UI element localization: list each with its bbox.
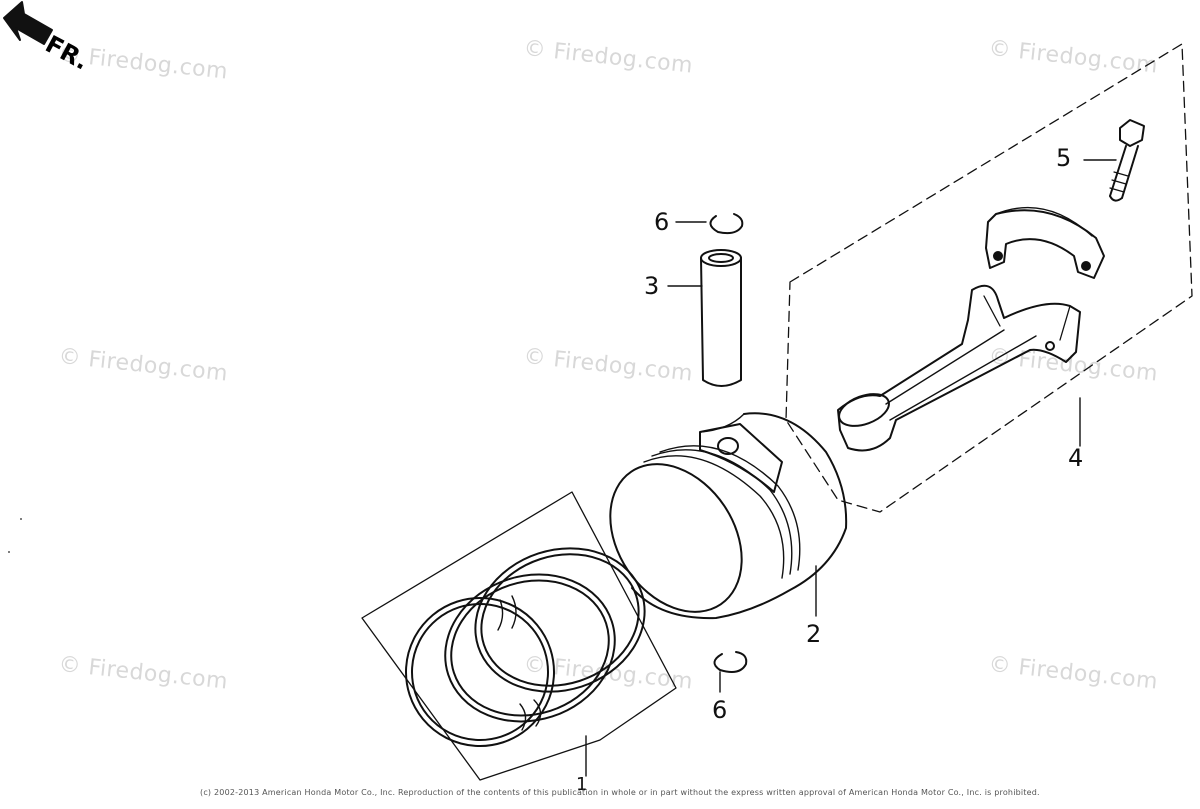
piston-pin-clip-upper <box>709 213 744 235</box>
callout-3[interactable]: 3 <box>644 272 660 300</box>
rod-bolt <box>1109 119 1145 202</box>
callout-5[interactable]: 5 <box>1056 144 1072 172</box>
rod-cap <box>985 207 1105 279</box>
piston-pin-clip-lower <box>713 651 748 673</box>
piston-ring-set <box>405 547 646 747</box>
ring-set-frame <box>361 491 677 781</box>
callout-2[interactable]: 2 <box>806 620 822 648</box>
front-arrow-icon <box>3 1 53 45</box>
callout-6-upper[interactable]: 6 <box>654 208 670 236</box>
piston <box>609 412 848 620</box>
callout-1[interactable]: 1 <box>576 774 588 795</box>
piston-pin <box>700 249 742 387</box>
callout-6-lower[interactable]: 6 <box>712 696 728 724</box>
connecting-rod <box>837 284 1081 452</box>
rod-assembly-frame <box>785 43 1193 513</box>
callout-4[interactable]: 4 <box>1068 444 1084 472</box>
copyright-notice: (c) 2002-2013 American Honda Motor Co., … <box>200 788 1040 797</box>
